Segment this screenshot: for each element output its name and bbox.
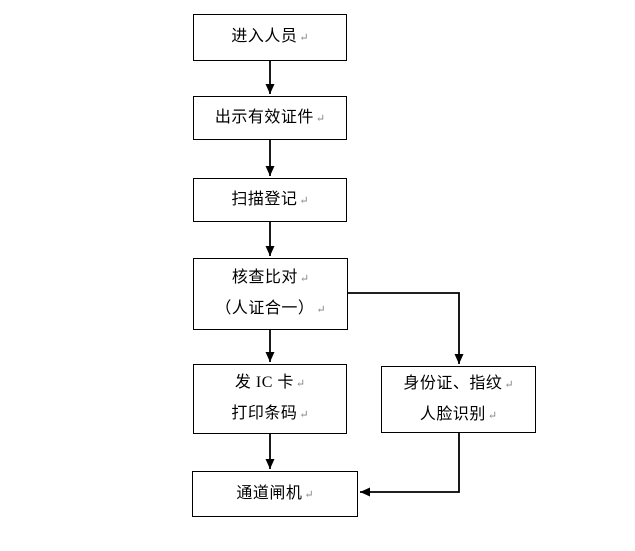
- flow-node-id-fingerprint-face: 身份证、指纹↵ 人脸识别↵: [381, 366, 536, 433]
- flow-node-enter-personnel: 进入人员↵: [193, 14, 347, 61]
- arrow-verify-to-bio: [348, 292, 464, 364]
- paragraph-mark: ↵: [299, 273, 310, 285]
- node-label: 进入人员↵: [231, 28, 309, 45]
- node-label: 发 IC 卡↵: [234, 374, 306, 391]
- node-label: （人证合一）↵: [215, 300, 326, 317]
- paragraph-mark: ↵: [504, 378, 514, 391]
- paragraph-mark: ↵: [487, 409, 498, 422]
- paragraph-mark: ↵: [299, 32, 309, 44]
- node-label: 出示有效证件↵: [214, 108, 326, 126]
- flow-node-issue-ic-card: 发 IC 卡↵ 打印条码↵: [193, 364, 347, 434]
- paragraph-mark: ↵: [299, 409, 309, 421]
- node-label: 扫描登记↵: [231, 190, 309, 208]
- flow-node-verify-compare: 核查比对↵ （人证合一）↵: [193, 258, 348, 330]
- flow-node-show-valid-id: 出示有效证件↵: [193, 96, 347, 140]
- node-label: 身份证、指纹↵: [403, 374, 514, 392]
- paragraph-mark: ↵: [299, 194, 309, 207]
- paragraph-mark: ↵: [304, 488, 314, 501]
- node-label: 打印条码↵: [231, 405, 309, 422]
- flow-node-scan-register: 扫描登记↵: [193, 178, 347, 222]
- node-label: 人脸识别↵: [419, 405, 498, 423]
- paragraph-mark: ↵: [316, 304, 326, 316]
- paragraph-mark: ↵: [315, 112, 326, 125]
- arrow-bio-to-gate: [360, 433, 460, 497]
- node-label: 通道闸机↵: [236, 484, 314, 502]
- paragraph-mark: ↵: [295, 378, 306, 390]
- node-label: 核查比对↵: [231, 269, 310, 286]
- flow-node-channel-gate: 通道闸机↵: [192, 471, 358, 517]
